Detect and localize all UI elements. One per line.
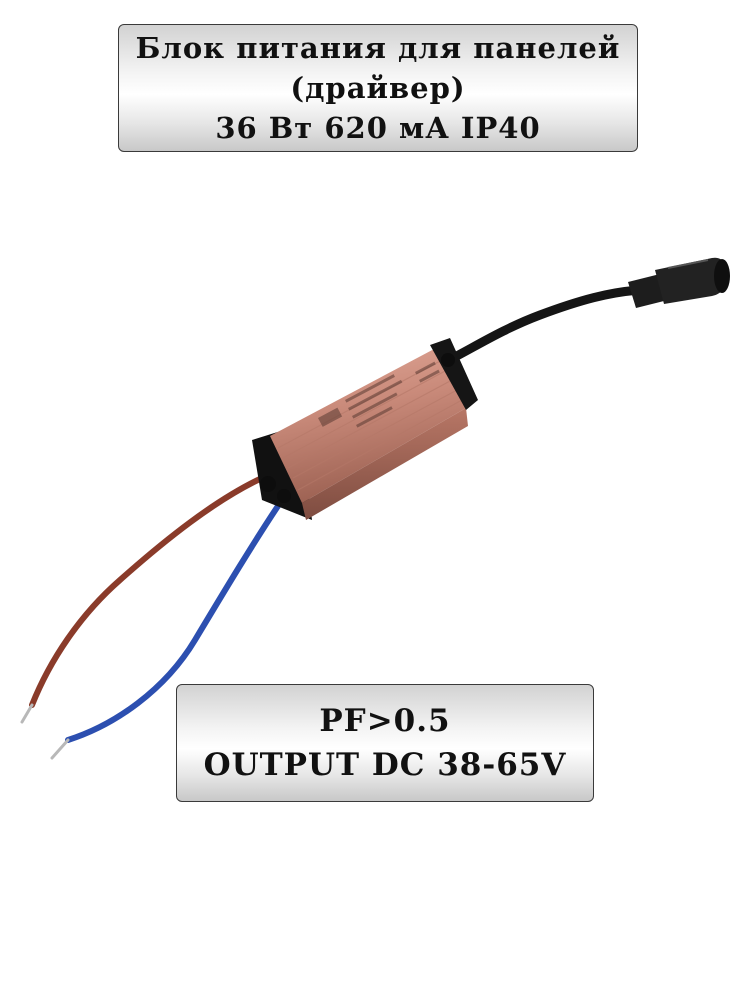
title-line-2: (драйвер) (290, 71, 466, 105)
title-label-box: Блок питания для панелей (драйвер) 36 Вт… (118, 24, 638, 152)
driver-housing (252, 338, 478, 520)
brown-input-wire (29, 475, 265, 708)
black-output-cable (440, 285, 645, 367)
spec-label-box: PF>0.5 OUTPUT DC 38-65V (176, 684, 594, 802)
spec-line-2: OUTPUT DC 38-65V (203, 747, 567, 783)
title-line-3: 36 Вт 620 мА IP40 (215, 111, 541, 145)
blue-input-wire (65, 497, 285, 743)
dc-connector (628, 257, 730, 308)
spec-line-1: PF>0.5 (319, 703, 451, 739)
title-line-1: Блок питания для панелей (135, 31, 621, 65)
